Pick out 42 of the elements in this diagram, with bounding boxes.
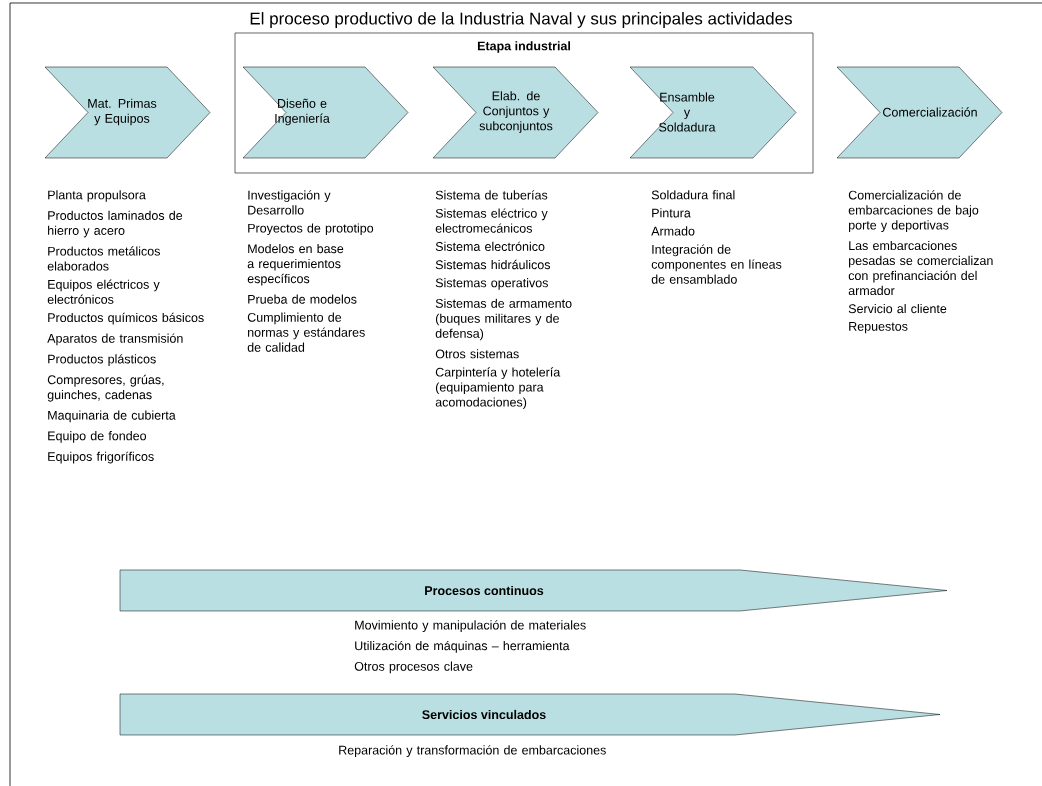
list-item: Sistemas de armamento (buques militares y de defensa): [435, 298, 572, 341]
list-item: Productos plásticos: [48, 354, 156, 366]
list-item: Sistema de tuberías: [435, 190, 548, 200]
list-item: Comercialización de embarcaciones de bajo porte y deportivas: [848, 190, 979, 232]
list-item: Compresores, grúas, guinches, cadenas: [47, 374, 164, 402]
list-item: Reparación y transformación de embarcaciones: [339, 745, 606, 757]
list-item: Sistemas eléctrico y electromecánicos: [435, 208, 548, 233]
list-item: Otros sistemas: [435, 349, 519, 359]
list-item: Investigación y Desarrollo: [248, 190, 331, 215]
chevron-box: Elab. de Conjuntos y subconjuntos: [432, 66, 599, 159]
list-item: Las embarcaciones pesadas se comercializan con prefinanciación del armador: [848, 240, 993, 296]
list-item: Modelos en base a requerimientos específicos: [247, 243, 344, 286]
chevron-box: Comercialización: [836, 66, 1003, 159]
list-item: Carpintería y hotelería (equipamiento para acomodaciones): [435, 367, 561, 410]
list-item: Repuestos: [849, 322, 908, 334]
chevron-box: Mat. Primas y Equipos: [44, 66, 211, 159]
list-item: Pintura: [652, 208, 691, 218]
list-item: Equipo de fondeo: [48, 431, 147, 443]
list-item: Sistema electrónico: [435, 241, 545, 251]
list-item: Equipos frigoríficos: [48, 451, 154, 464]
list-item: Maquinaria de cubierta: [48, 410, 176, 423]
chevron-box: Ensamble y Soldadura: [629, 66, 797, 159]
list-item: Proyectos de prototipo: [248, 223, 374, 236]
list-item: Cumplimiento de normas y estándares de calidad: [247, 312, 365, 352]
list-item: Utilización de máquinas – herramienta: [355, 640, 570, 653]
title: El proceso productivo de la Industria Naval y sus principales actividades: [250, 12, 792, 28]
list-item: Productos laminados de hierro y acero: [48, 210, 183, 238]
list-item: Planta propulsora: [48, 190, 146, 202]
list-item: Soldadura final: [651, 190, 735, 200]
list-item: Armado: [651, 226, 695, 236]
list-item: Otros procesos clave: [354, 661, 473, 674]
list-item: Servicio al cliente: [848, 303, 947, 314]
list-item: Integración de componentes en líneas de ensamblado: [651, 244, 782, 284]
list-item: Aparatos de transmisión: [47, 333, 183, 346]
list-item: Productos metálicos elaborados: [47, 246, 160, 271]
list-item: Prueba de modelos: [248, 294, 357, 304]
list-item: Sistemas hidráulicos: [435, 259, 551, 270]
list-item: Sistemas operativos: [435, 278, 548, 290]
chevron-box: Diseño e Ingeniería: [242, 66, 409, 159]
list-item: Productos químicos básicos: [48, 312, 204, 325]
list-item: Equipos eléctricos y electrónicos: [47, 279, 160, 304]
list-item: Movimiento y manipulación de materiales: [355, 620, 586, 632]
